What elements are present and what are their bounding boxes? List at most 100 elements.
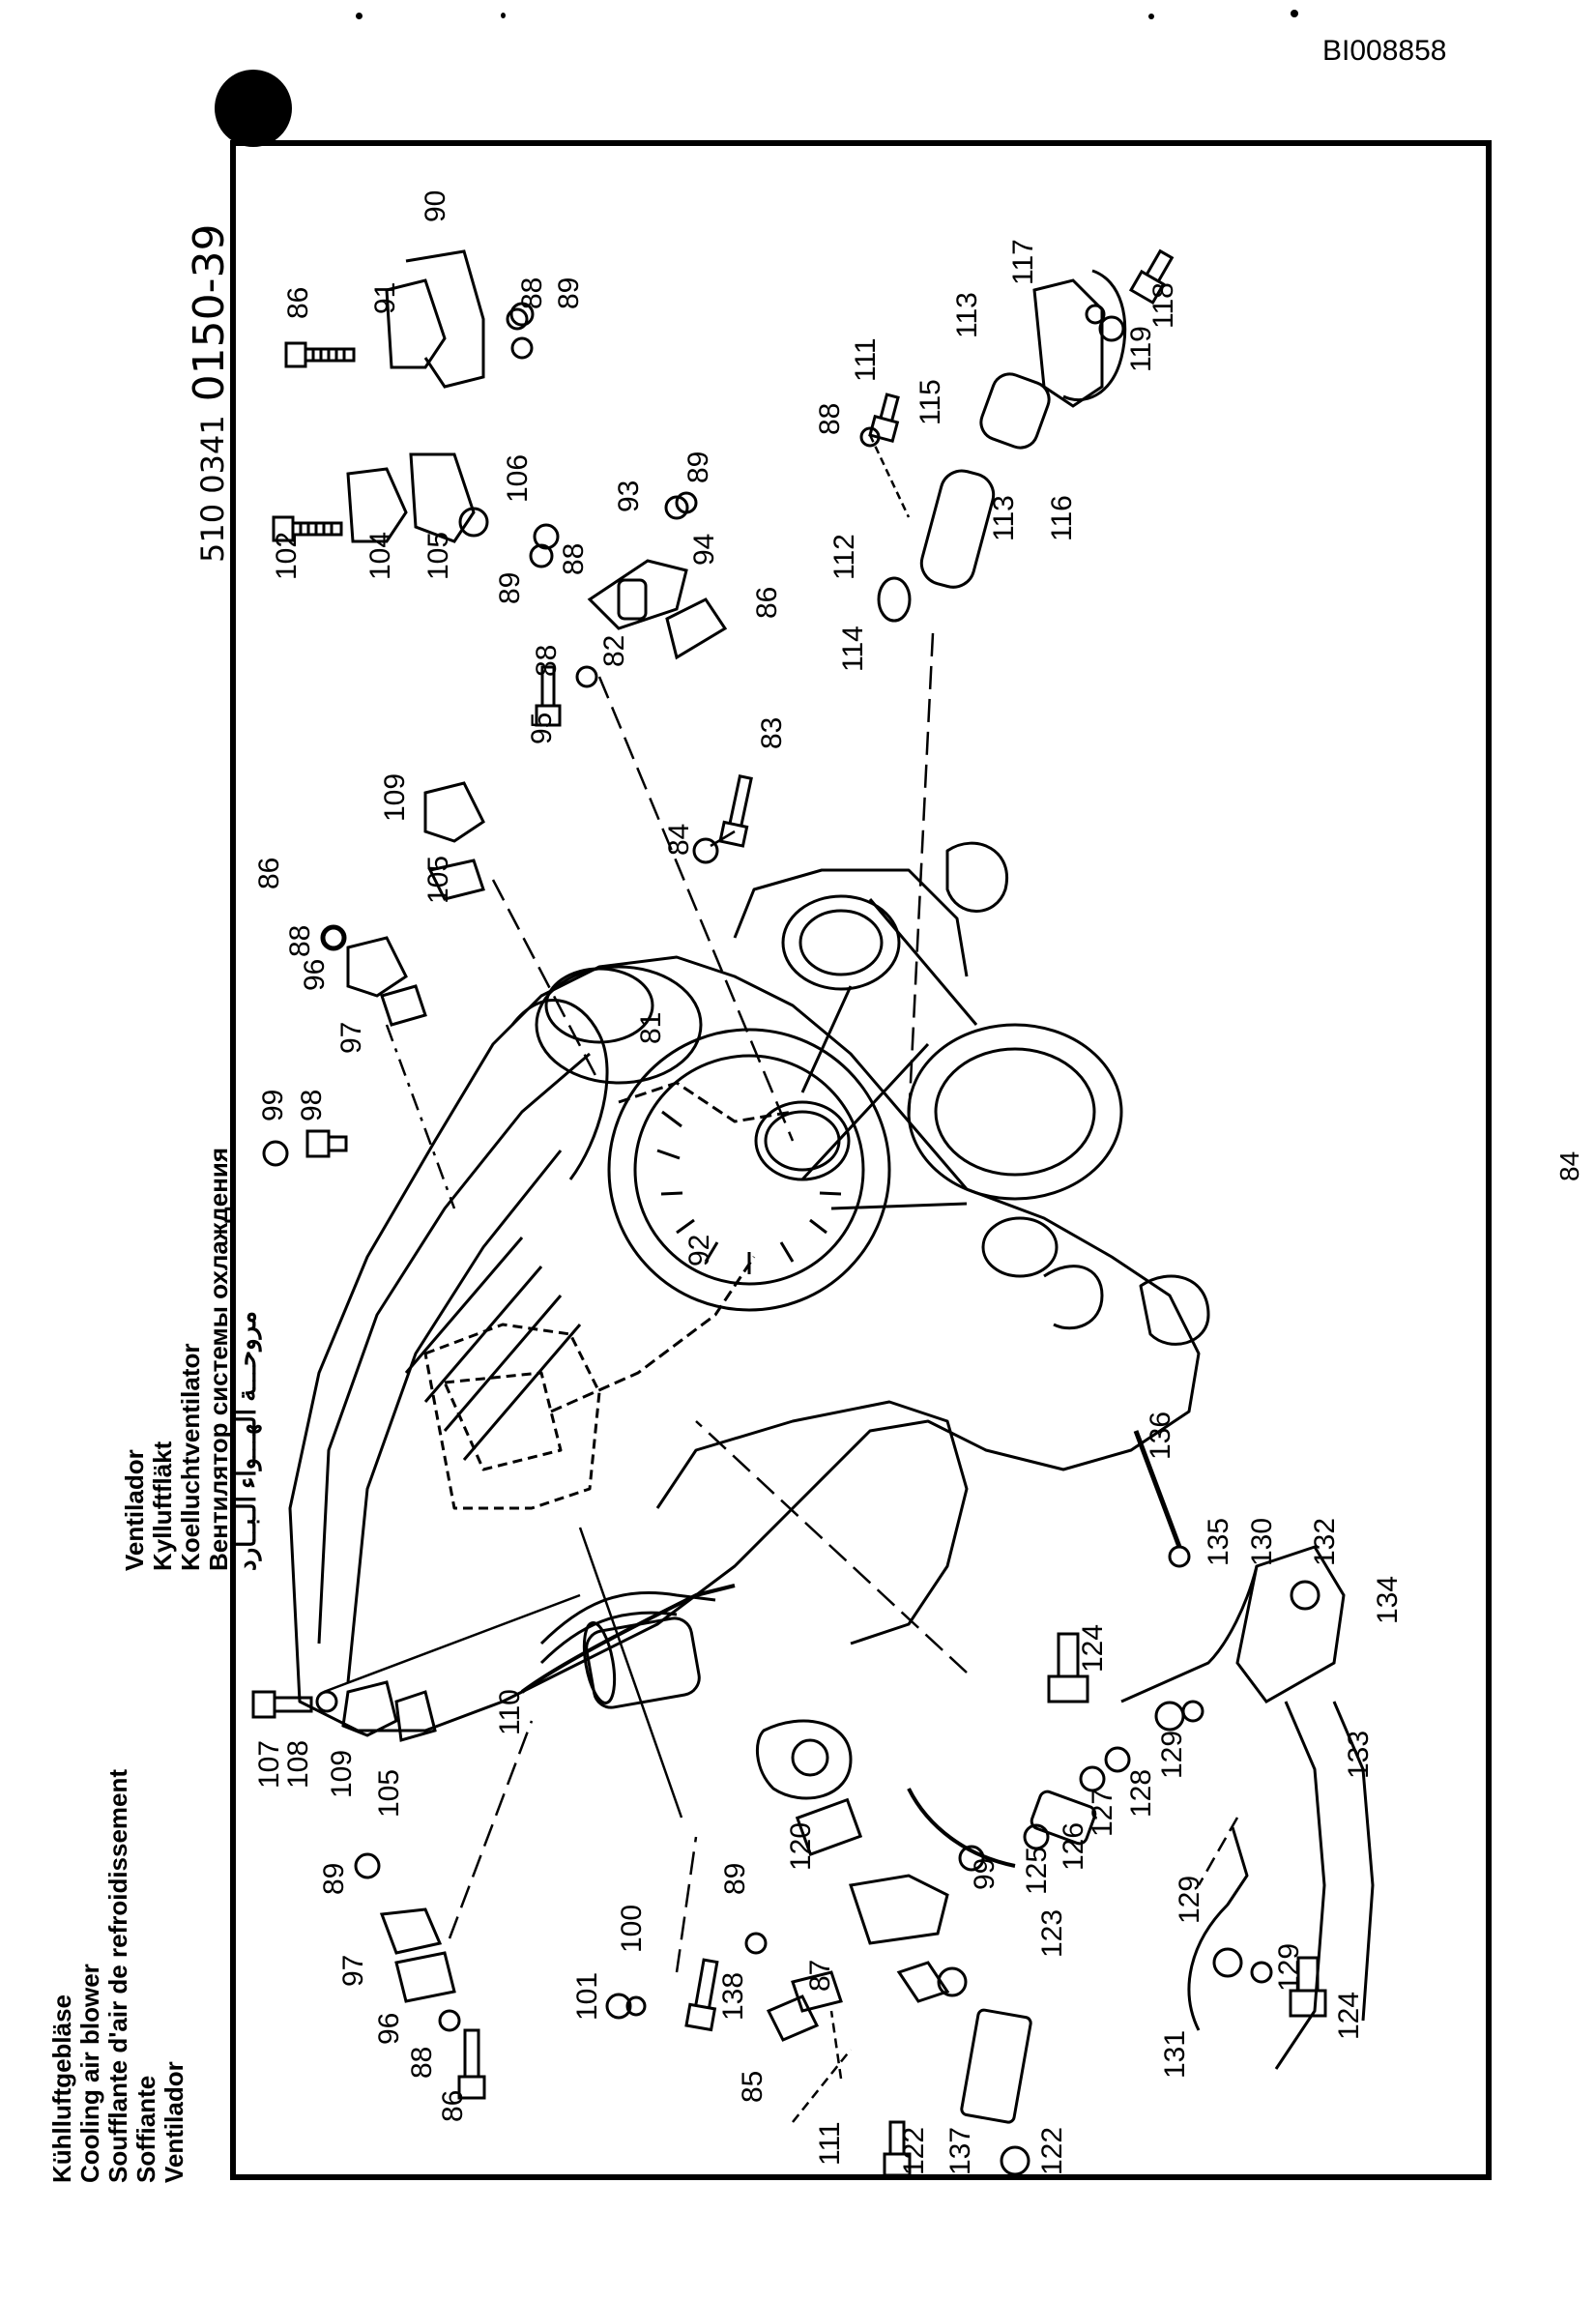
callout-label: 94 [688,534,720,566]
callout-label: 97 [335,1022,367,1054]
callout-label: 125 [1021,1847,1053,1895]
legend-line-it: Soffiante [131,2075,160,2183]
callout-label: 105 [422,532,454,580]
exploded-parts [251,248,1375,2177]
callout-label: 122 [898,2127,930,2175]
callout-label: 102 [271,532,303,580]
callout-label: 105 [422,856,454,904]
callout-label: 120 [785,1822,817,1871]
callout-label: 88 [406,2047,438,2079]
callout-label: 84 [663,824,695,856]
leader-lines [323,434,1239,2123]
callout-label: 124 [1077,1624,1109,1673]
callout-label: 118 [1147,282,1179,329]
callout-label: 86 [751,587,783,619]
callout-label: 126 [1058,1822,1089,1871]
callout-label: 89 [494,572,526,604]
callout-label: 83 [756,717,788,749]
callout-label: 112 [828,534,860,580]
callout-label: 113 [951,292,983,338]
callout-label: 90 [420,190,451,222]
callout-label: 88 [814,403,846,435]
callout-label: 89 [682,451,714,483]
callout-label: 115 [914,379,946,425]
callout-label: 88 [284,925,316,957]
callout-label: 101 [571,1972,603,2021]
callout-label: 107 [253,1740,285,1789]
legend-line-fr: Soufflante d'air de refroidissement [103,1768,132,2183]
callout-label: 138 [717,1972,749,2021]
callout-label: 114 [837,626,869,672]
callout-label: 89 [318,1863,350,1895]
callout-label: 110 [494,1689,526,1735]
callout-label: 129 [1174,1876,1205,1924]
callout-label: 135 [1203,1518,1234,1566]
callout-label: 104 [364,532,396,580]
callout-labels: 90 86 91 88 89 102 104 105 106 93 89 88 … [253,190,1404,2175]
legend-line-es: Ventilador [160,2061,189,2183]
callout-label: 137 [944,2127,976,2175]
legend-line-ar: مروحـــة الهـــواء الـبــارد [232,1311,261,1571]
callout-label: 89 [719,1863,751,1895]
callout-label: 132 [1309,1518,1341,1566]
legend-line-sv: Kylluftfläkt [148,1441,177,1571]
callout-label: 85 [737,2071,769,2103]
callout-label: 129 [1156,1731,1188,1779]
callout-label: 111 [850,337,882,382]
callout-label: 99 [969,1858,1001,1890]
scan-speck [1291,10,1298,17]
callout-label: 88 [516,277,548,309]
punch-hole [215,70,292,147]
callout-label: 86 [437,2090,469,2122]
callout-label: 92 [683,1235,715,1266]
callout-label: 124 [1333,1992,1365,2040]
callout-label: 113 [988,495,1020,541]
legend-left: Kühlluftgebläse Cooling air blower Souff… [47,1768,189,2183]
callout-label: 81 [635,1012,667,1044]
callout-label: 88 [558,543,590,575]
callout-label: 105 [373,1769,405,1818]
callout-label: 99 [257,1090,289,1121]
callout-label: 97 [337,1955,369,1987]
callout-label: 82 [598,635,630,667]
callout-label: 127 [1087,1789,1118,1837]
callout-label: 96 [373,2013,405,2045]
callout-label: 136 [1145,1412,1176,1460]
callout-label: 128 [1125,1769,1157,1818]
callout-label: 108 [282,1740,314,1789]
scan-speck [356,13,363,19]
callout-label: 109 [379,773,411,822]
document-id: BI008858 [1322,35,1447,67]
callout-label: 96 [299,959,331,991]
callout-label: 93 [613,480,645,512]
scan-speck [501,13,506,18]
callout-label: 89 [553,277,585,309]
callout-label: 130 [1246,1518,1278,1566]
drawing-frame [230,140,1492,2180]
callout-label: 117 [1007,239,1039,285]
callout-label: 95 [526,713,558,744]
part-number: 510 0341 0150-39 [185,223,234,563]
legend-line-en: Cooling air blower [75,1964,104,2183]
legend-line-de: Kühlluftgebläse [47,1994,76,2183]
callout-label: 88 [531,645,563,677]
legend-line-ru: Вентилятор системы охлаждения [204,1147,233,1571]
callout-label: 100 [616,1905,648,1953]
callout-label: 134 [1372,1576,1404,1624]
legend-line-nl: Koelluchtventilator [176,1343,205,1571]
callout-label: 91 [369,282,401,314]
callout-label: 106 [502,454,534,503]
callout-label: 87 [804,1960,836,1992]
callout-label: 86 [282,287,314,319]
callout-label: 111 [814,2121,846,2166]
callout-label: 133 [1343,1731,1375,1779]
part-number-main: 0150-39 [185,223,234,402]
callout-label: 123 [1036,1909,1068,1958]
legend-line-pt: Ventilador [120,1449,149,1571]
callout-label: 109 [326,1750,358,1798]
page-number: 84 [1554,1150,1584,1181]
nuts-and-washers [320,302,1106,1879]
engine-illustration [288,841,1259,2031]
callout-label: 119 [1125,326,1157,372]
